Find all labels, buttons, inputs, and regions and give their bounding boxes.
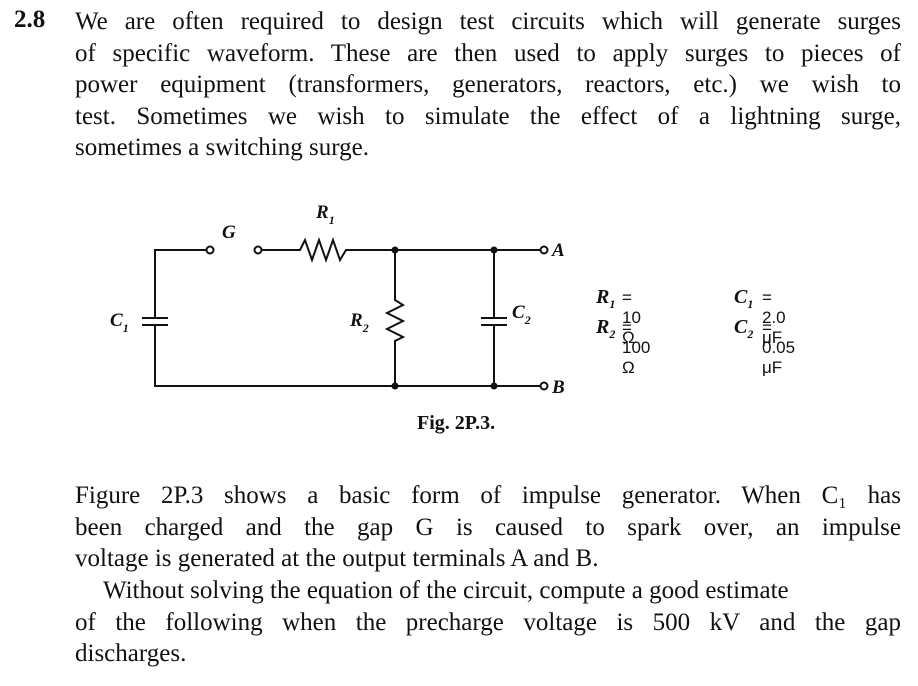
param-value: = 0.05 μF [762,318,796,377]
intro-line: We are often required to design test cir… [75,8,901,35]
label-a: A [551,240,565,261]
gap-terminal-left [205,245,215,255]
param-symbol: C2 [734,316,754,341]
param-value: = 2.0 μF [762,288,786,347]
body-line: discharges. [75,640,187,667]
label-g: G [222,222,236,243]
label-r2: R2 [349,310,369,335]
problem-number: 2.8 [14,6,46,33]
label-c1: C1 [110,310,129,335]
body-paragraph-2: Without solving the equation of the circ… [75,575,901,670]
intro-line: of specific waveform. These are then use… [75,39,901,67]
terminal-a [539,245,549,255]
junction-dot [490,382,498,390]
r1-resistor [262,236,540,264]
body-line: Figure 2P.3 shows a basic form of impuls… [75,482,901,509]
intro-line: sometimes a switching surge. [75,134,369,161]
body-line: of the following when the precharge volt… [75,608,901,636]
junction-dot [490,246,498,254]
wire-left-top [154,249,206,318]
label-b: B [551,377,565,398]
body-line: been charged and the gap G is caused to … [75,513,901,541]
param-value: = 10 Ω [622,288,641,347]
r2-resistor [384,250,406,386]
intro-line: test. Sometimes we wish to simulate the … [75,102,901,130]
param-value: = 100 Ω [622,318,651,377]
junction-dot [391,246,399,254]
param-symbol: R1 [596,286,616,311]
label-r1: R1 [315,202,335,227]
terminal-b [539,381,549,391]
body-paragraph-1: Figure 2P.3 shows a basic form of impuls… [75,480,901,575]
intro-line: power equipment (transformers, generator… [75,71,901,98]
figure-caption: Fig. 2P.3. [417,412,496,434]
gap-terminal-right [253,245,263,255]
wire-left-bottom [154,325,540,387]
junction-dot [391,382,399,390]
body-line: voltage is generated at the output termi… [75,545,599,572]
problem-intro: We are often required to design test cir… [75,6,901,164]
param-symbol: C1 [734,286,754,311]
param-symbol: R2 [596,316,616,341]
label-c2: C2 [512,302,531,327]
body-line: Without solving the equation of the circ… [103,577,789,604]
